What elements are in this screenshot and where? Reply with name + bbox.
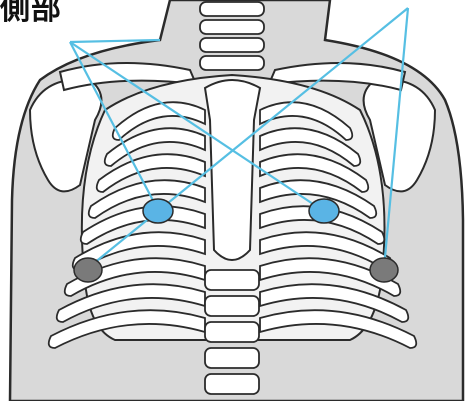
- side-label: 側部: [0, 0, 68, 32]
- vertebra: [200, 2, 264, 16]
- right-chest-electrode: [143, 199, 173, 223]
- vertebra: [205, 374, 259, 394]
- vertebra: [200, 56, 264, 70]
- lumbar-spine: [205, 270, 259, 394]
- right-side-electrode: [74, 258, 102, 282]
- vertebra: [205, 270, 259, 290]
- vertebra: [200, 20, 264, 34]
- left-side-electrode: [370, 258, 398, 282]
- vertebra: [205, 296, 259, 316]
- vertebra: [205, 348, 259, 368]
- vertebra: [200, 38, 264, 52]
- left-chest-electrode: [309, 199, 339, 223]
- vertebra: [205, 322, 259, 342]
